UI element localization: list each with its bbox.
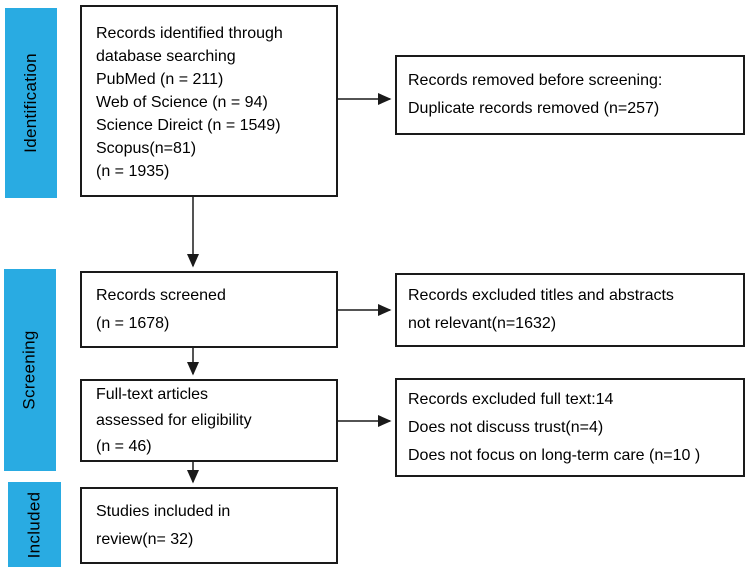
text-line: Web of Science (n = 94)	[96, 94, 268, 111]
text-line: (n = 1935)	[96, 163, 170, 180]
records-identified-box: Records identified through database sear…	[80, 5, 338, 197]
text-line: (n = 46)	[96, 437, 152, 455]
text-line: Full-text articles	[96, 385, 209, 403]
records-excluded-titles-abstracts-box: Records excluded titles and abstracts no…	[395, 273, 745, 347]
text-line: Science Direict (n = 1549)	[96, 117, 281, 134]
stage-label-included: Included	[24, 491, 44, 558]
studies-included-box: Studies included in review(n= 32)	[80, 487, 338, 564]
fulltext-assessed-box: Full-text articles assessed for eligibil…	[80, 379, 338, 462]
text-line: Records excluded titles and abstracts	[408, 287, 674, 304]
stage-bar-included: Included	[8, 482, 61, 567]
stage-bar-screening: Screening	[4, 269, 56, 471]
text-line: Records removed before screening:	[408, 72, 663, 89]
text-line: Records excluded full text:14	[408, 390, 614, 408]
text-line: PubMed (n = 211)	[96, 71, 224, 88]
text-line: Duplicate records removed (n=257)	[408, 100, 660, 117]
text-line: Records identified through	[96, 25, 283, 42]
text-line: Does not discuss trust(n=4)	[408, 418, 604, 436]
records-excluded-fulltext-box: Records excluded full text:14 Does not d…	[395, 378, 745, 477]
text-line: review(n= 32)	[96, 530, 194, 548]
text-line: Records screened	[96, 286, 226, 304]
text-line: Studies included in	[96, 502, 231, 520]
stage-bar-identification: Identification	[5, 8, 57, 198]
text-line: Scopus(n=81)	[96, 140, 197, 157]
stage-label-identification: Identification	[21, 53, 40, 153]
text-line: Does not focus on long-term care (n=10 )	[408, 446, 701, 464]
stage-label-screening: Screening	[20, 330, 39, 410]
text-line: (n = 1678)	[96, 314, 170, 332]
text-line: database searching	[96, 48, 236, 65]
records-screened-box: Records screened (n = 1678)	[80, 271, 338, 348]
text-line: assessed for eligibility	[96, 411, 252, 429]
text-line: not relevant(n=1632)	[408, 315, 557, 332]
records-removed-box: Records removed before screening: Duplic…	[395, 55, 745, 135]
